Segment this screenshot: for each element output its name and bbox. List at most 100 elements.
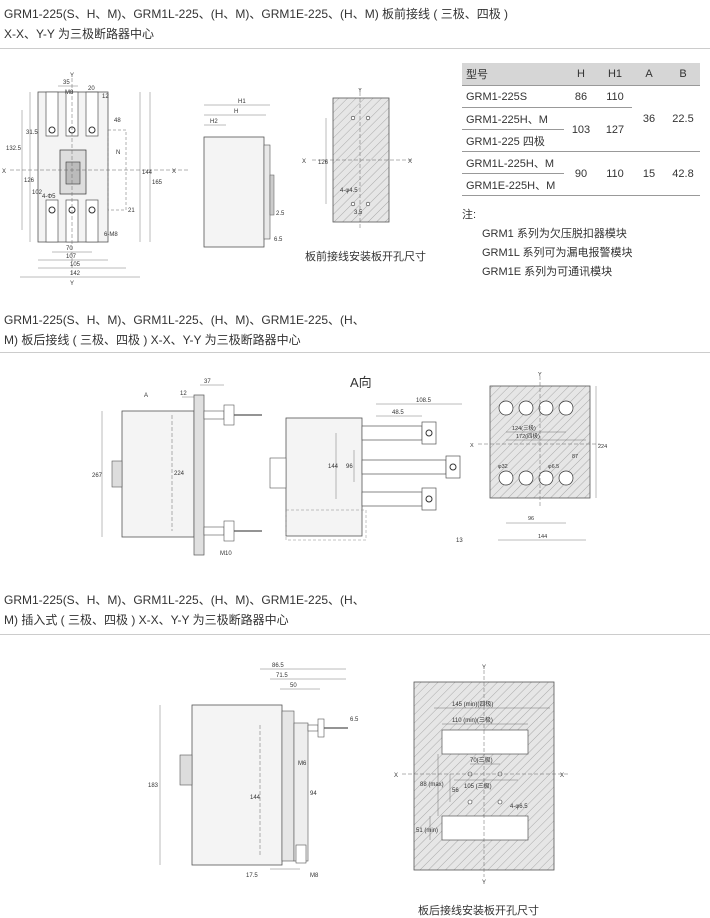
cell-a: 15 [632,151,666,196]
dim-70: 70 [66,246,73,252]
dim-144: 144 [538,534,547,540]
notes-title: 注: [462,209,477,221]
section-1-line2: X-X、Y-Y 为三极断路器中心 [4,27,155,41]
cell-b: 42.8 [666,151,700,196]
dim-x-right: X [172,169,176,175]
dim-70: 70(三极) [470,756,493,764]
dim-6-5: 6.5 [350,717,359,723]
dim-88: 88 (max) [420,782,444,788]
fig2-panel-cutout: Y X 124(三极) 172(四极) 87 224 φ32 φ6.5 96 1… [470,372,607,541]
section-1-line1: GRM1-225(S、H、M)、GRM1L-225、(H、M)、GRM1E-22… [4,7,509,21]
cell-h1: 110 [598,151,632,196]
dim-y-bottom: Y [70,281,74,287]
dim-4-phi5: 4-Φ5 [42,194,56,200]
dim-y-top: Y [482,665,486,671]
cell-h1: 110 [598,85,632,108]
fig3-side-view: 86.5 71.5 50 6.5 M6 183 144 94 17.5 M8 [148,663,359,879]
dim-107: 107 [66,254,77,260]
dim-phi32: φ32 [498,464,508,470]
dim-102: 102 [32,190,43,196]
dim-a: A [144,393,148,399]
dim-x-left: X [302,159,306,165]
dim-144: 144 [328,464,339,470]
cell-model: GRM1-225 四极 [462,129,564,152]
section-2-title: GRM1-225(S、H、M)、GRM1L-225、(H、M)、GRM1E-22… [4,310,365,350]
section-2-line1: GRM1-225(S、H、M)、GRM1L-225、(H、M)、GRM1E-22… [4,313,365,327]
table-row: GRM1-225H、M 103 127 [462,107,700,152]
dim-x-left: X [2,169,6,175]
dim-y: Y [538,372,542,378]
dim-y-bottom: Y [482,880,486,886]
table-row: GRM1E-225H、M [462,173,700,196]
dim-48-5: 48.5 [392,410,404,416]
spec-table: 型号 H H1 A B GRM1-225S 86 110 36 22.5 GRM… [462,63,700,196]
dim-144: 144 [142,170,153,176]
dim-m6: M6 [298,761,307,767]
dim-56: 56 [452,788,459,794]
dim-183: 183 [148,783,159,789]
col-model: 型号 [462,63,564,86]
cell-h1: 127 [598,107,632,152]
dim-126: 126 [24,178,35,184]
rear-bars [361,421,461,511]
dim-12: 12 [102,94,109,100]
section-3-line1: GRM1-225(S、H、M)、GRM1L-225、(H、M)、GRM1E-22… [4,593,365,607]
dim-h: H [234,109,238,115]
dim-h2: H2 [210,119,218,125]
mount-holes [467,771,503,805]
fig1-front-view: Y Y X X 35 M8 20 12 48 132.5 31.5 126 10… [2,73,190,287]
dim-71-5: 71.5 [276,673,288,679]
cell-b: 22.5 [666,85,700,152]
dim-50: 50 [290,683,297,689]
dim-y-top: Y [70,73,74,79]
dim-37: 37 [204,379,211,385]
rear-studs [203,404,262,542]
cell-model: GRM1E-225H、M [462,173,564,196]
bottom-terminals [45,199,99,243]
dim-105: 105 [70,262,81,268]
note-item: GRM1E 系列为可通讯模块 [482,266,613,278]
spec-table-header: 型号 H H1 A B [462,63,700,86]
dim-110: 110 (min)(三极) [452,716,493,724]
a-view-label: A向 [350,375,372,390]
dim-m8: M8 [65,90,74,96]
section-2-line2: M) 板后接线 ( 三极、四极 ) X-X、Y-Y 为三极断路器中心 [4,333,301,347]
col-b: B [666,63,700,86]
cell-model: GRM1L-225H、M [462,151,564,174]
plug-studs [295,718,348,864]
dim-3-5: 3.5 [354,210,363,216]
dim-20: 20 [88,86,95,92]
notes: 注: GRM1 系列为欠压脱扣器模块 GRM1L 系列可为漏电报警模块 GRM1… [462,206,633,282]
dim-x-right: X [560,773,564,779]
note-item: GRM1L 系列可为漏电报警模块 [482,247,633,259]
fig2-side-view: A 37 12 267 224 M10 [92,379,262,557]
dim-21: 21 [128,208,135,214]
cell-model: GRM1-225H、M [462,107,564,130]
dim-94: 94 [310,791,317,797]
dim-12: 12 [180,391,187,397]
section-1-title: GRM1-225(S、H、M)、GRM1L-225、(H、M)、GRM1E-22… [4,4,508,44]
dim-224: 224 [598,444,607,450]
dim-96: 96 [346,464,353,470]
dim-172: 172(四极) [516,432,540,440]
table-row: GRM1-225 四极 [462,129,700,152]
section-3-title: GRM1-225(S、H、M)、GRM1L-225、(H、M)、GRM1E-22… [4,590,365,630]
dim-6-5: 6.5 [274,237,283,243]
terminal-holes [498,400,574,486]
dim-x-left: X [394,773,398,779]
cell-h: 86 [564,85,598,108]
dim-x-right: X [408,159,412,165]
dim-hole: 4-φ4.5 [340,188,358,194]
section-3-line2: M) 插入式 ( 三极、四极 ) X-X、Y-Y 为三极断路器中心 [4,613,289,627]
dim-165: 165 [152,180,163,186]
dim-35: 35 [63,80,70,86]
dim-17-5: 17.5 [246,873,258,879]
fig1-side-view: H1 H H2 2.5 6.5 [203,99,285,248]
front-panel-caption: 板前接线安装板开孔尺寸 [305,251,426,263]
dim-96: 96 [528,516,534,522]
fig1-panel-cutout: Y X X 126 4-φ4.5 3.5 [302,88,414,228]
dim-hole: 4-φ6.5 [510,804,528,810]
dim-m10: M10 [220,551,232,557]
dim-267: 267 [92,473,103,479]
dim-phi6-5: φ6.5 [548,464,559,470]
